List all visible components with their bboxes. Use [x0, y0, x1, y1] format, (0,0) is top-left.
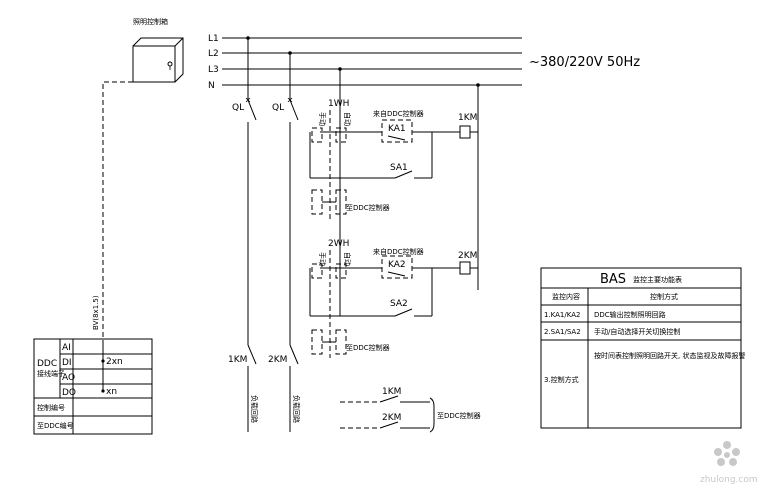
ddc-note-1: 来自DDC控制器	[373, 109, 424, 118]
breaker-label-right: QL	[272, 103, 284, 113]
contactor-2wh: 2WH	[328, 239, 349, 249]
auto-label-2: 自动	[343, 252, 352, 266]
cabinet-label: 照明控制箱	[133, 17, 168, 26]
control-cabinet: 照明控制箱	[132, 17, 184, 83]
breaker-ql-left: QL	[232, 38, 257, 345]
supply-voltage: ~380/220V 50Hz	[529, 55, 640, 70]
breaker-ql-right: QL	[272, 53, 299, 345]
contactor-1wh: 1WH	[328, 99, 349, 109]
manual-label-2: 手动	[318, 252, 327, 266]
coil-1km: 1KM	[458, 113, 477, 123]
output-contacts: 1KM 2KM 负载回路 负载回路	[228, 344, 301, 432]
breaker-label-left: QL	[232, 103, 244, 113]
bas-row-2-desc: 手动/自动选择开关切换控制	[594, 327, 680, 336]
ddc-footer-2: 至DDC编号	[37, 421, 74, 430]
output-1km: 1KM	[228, 355, 247, 365]
ddc-row-do: DO	[62, 388, 76, 398]
bas-row-3-item: 3.控制方式	[544, 375, 579, 384]
ddc-di-value: 2xn	[106, 357, 123, 367]
ddc-to-2: 至DDC控制器	[346, 343, 390, 352]
busbars: L1 L2 L3 N ~380/220V 50Hz	[208, 34, 640, 91]
load-2: 负载回路	[292, 395, 301, 423]
ddc-subtitle: 接线端子	[37, 369, 65, 378]
ddc-terminal-table: DDC 接线端子 AI DI AO DO 2xn xn 控制编号 至DDC编号	[33, 338, 153, 435]
selector-sa2: SA2	[390, 299, 408, 309]
bas-col-1: 监控内容	[552, 292, 580, 301]
watermark: zhulong.com	[700, 441, 758, 485]
bus-n: N	[208, 81, 215, 91]
feedback-ddc-to: 至DDC控制器	[437, 411, 481, 420]
bas-row-2-item: 2.SA1/SA2	[544, 328, 581, 336]
bus-l2: L2	[208, 49, 219, 59]
watermark-logo-icon	[714, 441, 740, 466]
bas-row-1-item: 1.KA1/KA2	[544, 311, 580, 319]
control-circuit-1: 1WH 手动 自动 至DDC控制器 来自DDC控制器 KA1 SA1 1KM	[309, 99, 478, 220]
auto-label-1: 自动	[343, 112, 352, 126]
relay-ka2: KA2	[388, 260, 406, 270]
ddc-do-value: xn	[106, 387, 117, 397]
bas-row-1-desc: DDC输出控制照明回路	[594, 310, 666, 319]
ddc-title: DDC	[37, 359, 57, 369]
load-1: 负载回路	[250, 395, 259, 423]
bas-col-2: 控制方式	[650, 292, 678, 301]
feedback-2km: 2KM	[382, 413, 401, 423]
bus-l3: L3	[208, 65, 219, 75]
selector-sa1: SA1	[390, 163, 408, 173]
bas-function-table: BAS 监控主要功能表 监控内容 控制方式 1.KA1/KA2 DDC输出控制照…	[540, 267, 745, 429]
control-circuit-2: 2WH 手动 自动 至DDC控制器 来自DDC控制器 KA2 SA2 2KM	[309, 239, 478, 358]
ddc-footer-1: 控制编号	[37, 403, 65, 412]
watermark-text: zhulong.com	[700, 475, 758, 485]
ddc-to-1: 至DDC控制器	[346, 203, 390, 212]
feedback-contacts: 1KM 2KM 至DDC控制器	[340, 387, 481, 433]
output-2km: 2KM	[268, 355, 287, 365]
ddc-row-ao: AO	[62, 373, 75, 383]
relay-ka1: KA1	[388, 124, 406, 134]
ddc-row-di: DI	[62, 358, 72, 368]
ddc-note-2: 来自DDC控制器	[373, 247, 424, 256]
manual-label-1: 手动	[318, 112, 327, 126]
cable-label: BV(8x1.5)	[92, 295, 100, 330]
ddc-row-ai: AI	[62, 343, 71, 353]
bas-title: BAS	[600, 272, 626, 287]
bas-title-sub: 监控主要功能表	[633, 275, 682, 284]
ddc-cable: BV(8x1.5)	[92, 81, 133, 345]
bas-row-3-desc: 按时间表控制照明回路开关, 状态监视及故障报警	[594, 351, 745, 360]
feedback-1km: 1KM	[382, 387, 401, 397]
coil-2km: 2KM	[458, 251, 477, 261]
bus-l1: L1	[208, 34, 219, 44]
